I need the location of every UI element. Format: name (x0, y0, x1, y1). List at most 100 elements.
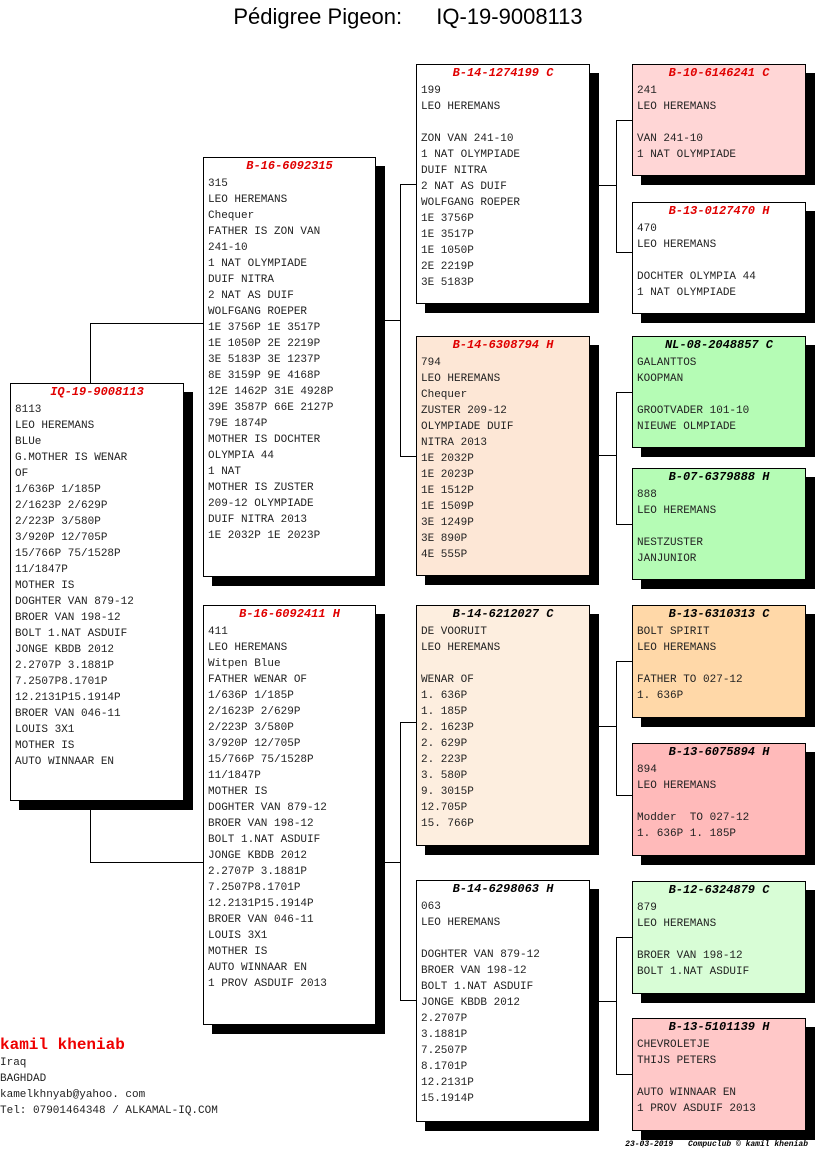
note-line: 1E 2023P (421, 469, 474, 481)
note-line: 1. 636P (637, 690, 684, 702)
connector (90, 862, 203, 863)
note-line: BOLT 1.NAT ASDUIF (15, 628, 128, 640)
note-line: LEO HEREMANS (637, 918, 717, 930)
note-line: BROER VAN 198-12 (208, 818, 314, 830)
note-line: LEO HEREMANS (15, 420, 95, 432)
note-line: 2.2707P 3.1881P (15, 660, 115, 672)
connector (616, 937, 617, 1075)
note-line: 1 NAT (208, 466, 242, 478)
note-line: 2.2707P (421, 1013, 468, 1025)
note-line: BOLT 1.NAT ASDUIF (208, 834, 321, 846)
note-line: 1E 1512P (421, 485, 474, 497)
note-line: DUIF NITRA (421, 165, 488, 177)
connector (400, 456, 416, 457)
note-line: 12.2131P (421, 1077, 474, 1089)
note-line: G.MOTHER IS WENAR (15, 452, 128, 464)
note-line: JONGE KBDB 2012 (208, 850, 308, 862)
ring-number: B-16-6092411 H (239, 607, 340, 621)
ring-number: B-14-1274199 C (452, 66, 554, 80)
note-line (637, 387, 805, 403)
note-line: OLYMPIADE DUIF (421, 421, 514, 433)
note-line: NESTZUSTER (637, 537, 704, 549)
note-line: 1 NAT OLYMPIADE (421, 149, 521, 161)
note-line: LEO HEREMANS (637, 101, 717, 113)
note-line: 2.2707P 3.1881P (208, 866, 308, 878)
note-line (421, 931, 589, 947)
note-line: LEO HEREMANS (421, 373, 501, 385)
note-line: 12.2131P15.1914P (15, 692, 121, 704)
note-line: FATHER IS ZON VAN (208, 226, 321, 238)
note-line: 7.2507P (421, 1045, 468, 1057)
note-line: LEO HEREMANS (637, 505, 717, 517)
note-line: 3.1881P (421, 1029, 468, 1041)
note-line: 8E 3159P 9E 4168P (208, 370, 321, 382)
connector (616, 937, 632, 938)
note-line: 1 NAT OLYMPIADE (637, 287, 737, 299)
note-line: AUTO WINNAAR EN (637, 1087, 737, 1099)
note-line: 8.1701P (421, 1061, 468, 1073)
note-line: AUTO WINNAAR EN (208, 962, 308, 974)
note-line: MOTHER IS (15, 580, 75, 592)
contact-phone: Tel: 07901464348 / ALKAMAL-IQ.COM (0, 1105, 218, 1117)
note-line: THIJS PETERS (637, 1055, 717, 1067)
note-line: 209-12 OLYMPIADE (208, 498, 314, 510)
note-line: BOLT 1.NAT ASDUIF (421, 981, 534, 993)
ring-number: B-12-6324879 C (668, 883, 770, 897)
print-stamp: 23-03-2019 Compuclub © kamil kheniab (615, 1140, 808, 1149)
note-line: 9. 3015P (421, 786, 474, 798)
note-line: WOLFGANG ROEPER (208, 306, 308, 318)
note-line: 3E 5183P (421, 277, 474, 289)
ring-number: B-07-6379888 H (668, 470, 770, 484)
note-line: ZON VAN 241-10 (421, 133, 514, 145)
note-line: BROER VAN 046-11 (15, 708, 121, 720)
note-line: 2 NAT AS DUIF (421, 181, 507, 193)
note-line: 2/1623P 2/629P (208, 706, 301, 718)
note-line: 2/223P 3/580P (15, 516, 101, 528)
note-line: 15/766P 75/1528P (208, 754, 314, 766)
note-line: 3E 890P (421, 533, 468, 545)
note-line: Witpen Blue (208, 658, 281, 670)
note-line: BROER VAN 198-12 (421, 965, 527, 977)
note-line: 2E 2219P (421, 261, 474, 273)
note-line: 1E 2032P (421, 453, 474, 465)
ring-number: B-13-5101139 H (668, 1020, 770, 1034)
note-line: 2. 223P (421, 754, 468, 766)
note-line: 1. 636P (421, 690, 468, 702)
note-line: DUIF NITRA (208, 274, 275, 286)
note-line: 1E 3517P (421, 229, 474, 241)
ring-number: NL-08-2048857 C (664, 338, 774, 352)
note-line: 315 (208, 178, 228, 190)
ring-number: B-13-0127470 H (668, 204, 770, 218)
note-line: 11/1847P (208, 770, 261, 782)
connector (400, 722, 401, 1000)
note-line (637, 932, 805, 948)
breeder-info: kamil kheniab Iraq BAGHDAD kamelkhnyab@y… (0, 1035, 218, 1119)
note-line: 3/920P 12/705P (15, 532, 108, 544)
note-line: 4E 555P (421, 549, 468, 561)
note-line: 063 (421, 901, 441, 913)
note-line: NITRA 2013 (421, 437, 488, 449)
ring-number: B-13-6310313 C (668, 607, 770, 621)
note-line: 1E 3756P 1E 3517P (208, 322, 321, 334)
note-line: 2/1623P 2/629P (15, 500, 108, 512)
ring-number: B-16-6092315 (246, 159, 333, 173)
